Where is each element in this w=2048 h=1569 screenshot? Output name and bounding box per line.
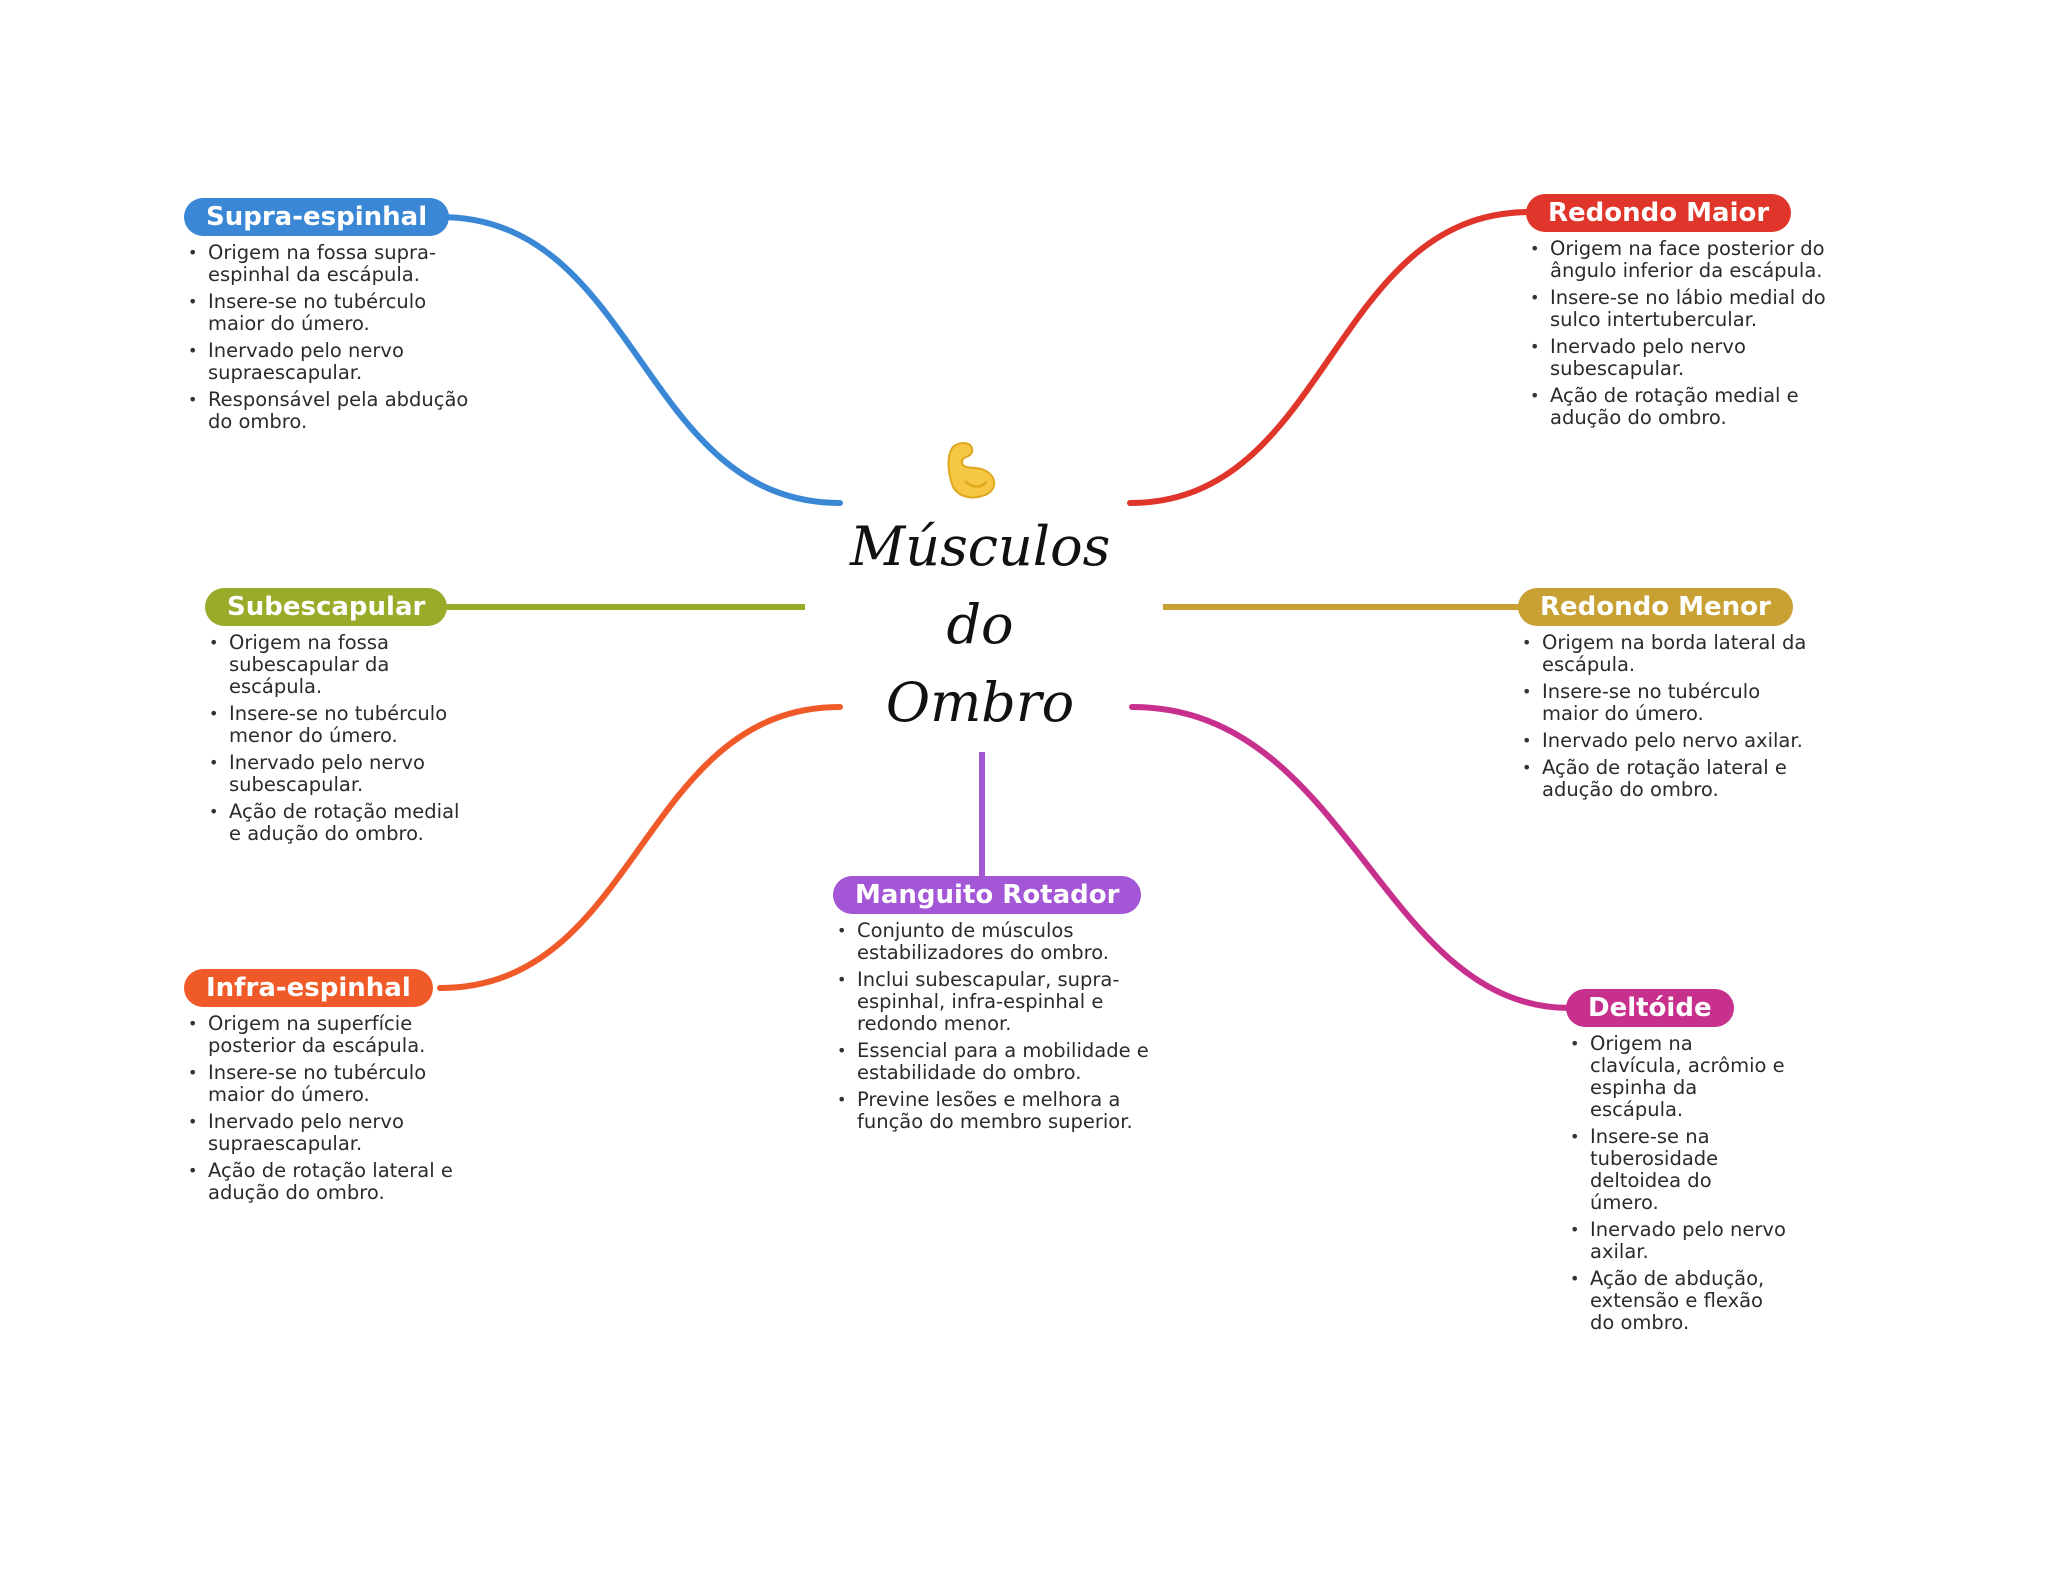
connector-deltoide [1129,704,1573,1011]
bullet-item: Ação de rotação medial e adução do ombro… [1526,385,1826,429]
node-infra-espinhal[interactable]: Infra-espinhal Origem na superfície post… [184,969,484,1209]
node-redondo-maior[interactable]: Redondo Maior Origem na face posterior d… [1526,194,1846,434]
bullet-item: Previne lesões e melhora a função do mem… [833,1089,1153,1133]
bullet-item: Insere-se no lábio medial do sulco inter… [1526,287,1826,331]
bullet-list: Origem na fossa supra-espinhal da escápu… [184,242,484,433]
bullet-item: Origem na fossa subescapular da escápula… [205,632,470,698]
node-supra-espinhal[interactable]: Supra-espinhal Origem na fossa supra-esp… [184,198,504,438]
node-manguito-rotador[interactable]: Manguito Rotador Conjunto de músculos es… [833,876,1173,1138]
bullet-item: Insere-se na tuberosidade deltoidea do ú… [1566,1126,1786,1214]
bullet-item: Origem na fossa supra-espinhal da escápu… [184,242,484,286]
connector-supra [437,214,843,506]
node-subescapular[interactable]: Subescapular Origem na fossa subescapula… [205,588,505,850]
bullet-item: Inervado pelo nervo axilar. [1518,730,1808,753]
bullet-item: Inervado pelo nervo supraescapular. [184,1111,464,1155]
bullet-item: Ação de rotação medial e adução do ombro… [205,801,470,845]
bullet-item: Inclui subescapular, supra-espinhal, inf… [833,969,1153,1035]
bullet-item: Origem na clavícula, acrômio e espinha d… [1566,1033,1786,1121]
node-label[interactable]: Infra-espinhal [184,969,433,1007]
bullet-item: Insere-se no tubérculo menor do úmero. [205,703,470,747]
node-redondo-menor[interactable]: Redondo Menor Origem na borda lateral da… [1518,588,1838,806]
bullet-item: Origem na borda lateral da escápula. [1518,632,1808,676]
node-label[interactable]: Redondo Maior [1526,194,1792,232]
bullet-list: Origem na superfície posterior da escápu… [184,1013,464,1204]
node-label[interactable]: Supra-espinhal [184,198,450,236]
bullet-list: Origem na face posterior do ângulo infer… [1526,238,1826,429]
bullet-item: Ação de rotação lateral e adução do ombr… [1518,757,1808,801]
node-deltoide[interactable]: Deltóide Origem na clavícula, acrômio e … [1566,989,1826,1339]
connector-redondo-maior [1127,209,1533,506]
bullet-item: Responsável pela abdução do ombro. [184,389,484,433]
bullet-item: Insere-se no tubérculo maior do úmero. [184,1062,464,1106]
bullet-item: Inervado pelo nervo axilar. [1566,1219,1786,1263]
bullet-list: Conjunto de músculos estabilizadores do … [833,920,1153,1133]
bullet-item: Insere-se no tubérculo maior do úmero. [184,291,484,335]
connector-infra [437,704,843,991]
bullet-item: Conjunto de músculos estabilizadores do … [833,920,1153,964]
node-label[interactable]: Subescapular [205,588,448,626]
bullet-item: Ação de abdução, extensão e flexão do om… [1566,1268,1786,1334]
central-title: Músculos do Ombro [850,515,1111,734]
central-topic[interactable]: Músculos do Ombro [850,430,1110,750]
node-label[interactable]: Redondo Menor [1518,588,1793,626]
node-label[interactable]: Deltóide [1566,989,1734,1027]
bullet-item: Insere-se no tubérculo maior do úmero. [1518,681,1808,725]
bullet-list: Origem na clavícula, acrômio e espinha d… [1566,1033,1786,1334]
bullet-list: Origem na borda lateral da escápula. Ins… [1518,632,1808,801]
bullet-item: Origem na face posterior do ângulo infer… [1526,238,1826,282]
node-label[interactable]: Manguito Rotador [833,876,1142,914]
bullet-item: Inervado pelo nervo supraescapular. [184,340,484,384]
bullet-item: Ação de rotação lateral e adução do ombr… [184,1160,464,1204]
bullet-item: Inervado pelo nervo subescapular. [205,752,470,796]
bullet-item: Inervado pelo nervo subescapular. [1526,336,1826,380]
bullet-item: Origem na superfície posterior da escápu… [184,1013,464,1057]
bullet-item: Essencial para a mobilidade e estabilida… [833,1040,1153,1084]
bullet-list: Origem na fossa subescapular da escápula… [205,632,470,845]
flexed-biceps-icon [947,442,996,499]
